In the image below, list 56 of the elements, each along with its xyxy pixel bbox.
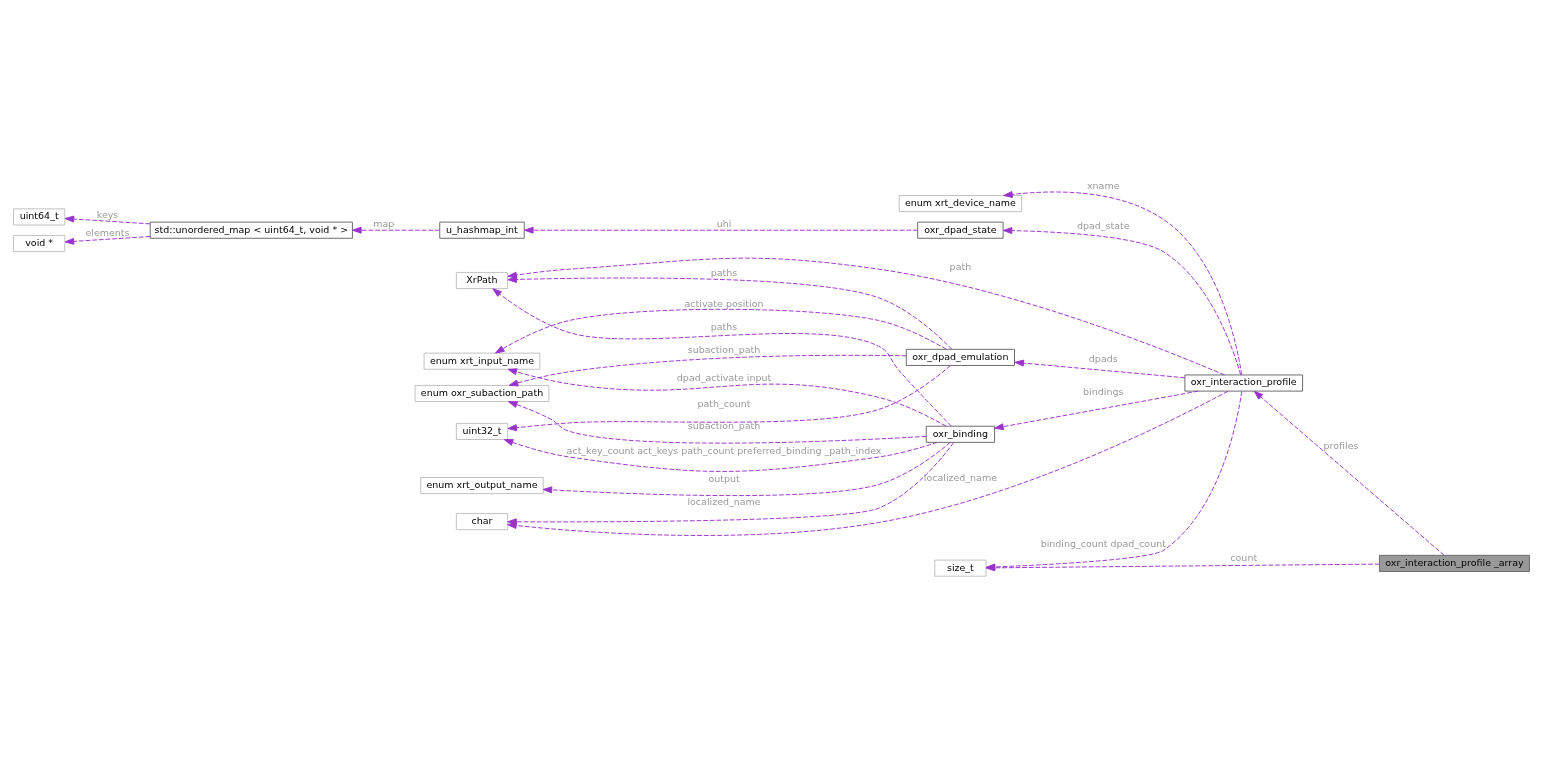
arrow: [507, 257, 1225, 375]
node-box: u_hashmap_int: [439, 221, 525, 239]
edge-label: subaction_path: [687, 343, 761, 355]
edge-label: count: [1230, 551, 1258, 563]
node-box: oxr_dpad_emulation: [905, 348, 1015, 366]
edge-label: dpad_activate input: [676, 371, 772, 383]
edge-label: act_key_count act_keys path_count preferred_binding _path_index: [566, 444, 882, 456]
node-box: oxr_binding: [925, 425, 996, 443]
node-box: enum xrt_output_name: [420, 476, 544, 494]
edge-label: keys: [96, 208, 119, 220]
node-box: size_t: [934, 559, 987, 577]
edge-label: binding_count dpad_count: [1040, 537, 1166, 549]
arrow: [994, 390, 1199, 430]
node-box: uint32_t: [455, 422, 509, 440]
edge-label: dpads: [1088, 352, 1118, 364]
arrow: [1002, 226, 1242, 375]
edge-label: bindings: [1083, 385, 1124, 397]
node-box: enum xrt_input_name: [423, 352, 541, 370]
node-box: enum xrt_device_name: [898, 194, 1023, 212]
arrow: [1014, 359, 1186, 378]
node-box: oxr_interaction_profile: [1184, 374, 1304, 392]
arrow: [507, 275, 953, 350]
arrow: [64, 215, 151, 224]
edge-label: paths: [710, 320, 738, 332]
edge-label: activate position: [684, 297, 764, 309]
arrow: [1253, 390, 1445, 556]
node-box: std::unordered_map < uint64_t, void * >: [149, 221, 353, 239]
arrow: [495, 308, 947, 354]
arrow: [492, 287, 952, 427]
edge-label: elements: [85, 226, 130, 238]
node-box: uint64_t: [13, 207, 66, 225]
edge-label: output: [708, 472, 740, 484]
edge-label: uhi: [716, 217, 732, 229]
node-box: void *: [13, 234, 66, 252]
arrow: [503, 438, 938, 472]
arrow: [508, 400, 927, 444]
edge-label: paths: [710, 266, 738, 278]
edge-label: dpad_state: [1076, 219, 1130, 231]
arrow: [542, 441, 951, 496]
arrow: [508, 354, 907, 386]
node-box: oxr_dpad_state: [917, 221, 1004, 239]
edge-label: profiles: [1323, 439, 1359, 451]
edge-label: localized_name: [923, 471, 998, 483]
edge-label: xname: [1087, 179, 1120, 191]
arrow: [1003, 190, 1243, 375]
arrow: [352, 226, 441, 234]
node-box: char: [455, 512, 509, 530]
node-box: XrPath: [455, 271, 509, 289]
edge-label: path: [949, 260, 972, 272]
edge-label: map: [373, 217, 395, 229]
node-box: enum oxr_subaction_path: [414, 384, 550, 402]
edge-label: path_count: [697, 397, 751, 409]
edge-label: localized_name: [687, 495, 761, 507]
arrow: [64, 235, 151, 245]
node-box: oxr_interaction_profile _array: [1379, 554, 1530, 572]
arrow: [524, 226, 919, 234]
